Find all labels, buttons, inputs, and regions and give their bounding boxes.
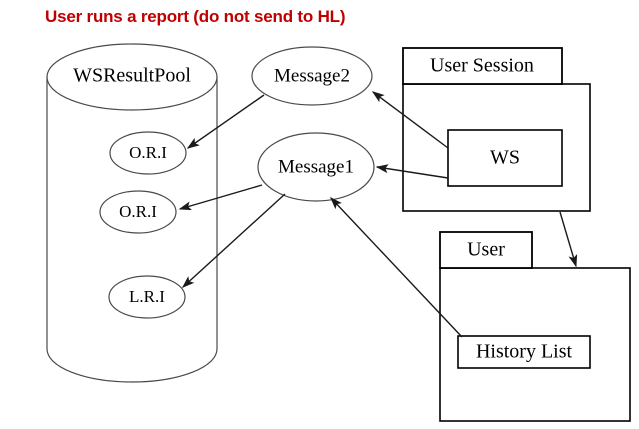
datastore-item-ori-1: [109, 131, 187, 175]
datastore-item-ori-2: [99, 190, 177, 234]
package-user: [439, 231, 631, 422]
connector-usersession-to-user: [559, 211, 578, 268]
package-label-user-session: User Session: [430, 55, 534, 77]
datastore-item-label-3: L.R.I: [129, 287, 165, 306]
connector-ws-to-message2: [371, 91, 449, 149]
datastore-label: WSResultPool: [73, 65, 191, 87]
connector-message2-to-ori1: [186, 94, 265, 149]
package-user-session: [402, 47, 591, 212]
class-label-ws: WS: [490, 147, 520, 169]
datastore-item-lri: [108, 275, 186, 319]
message-node-message1: [257, 132, 375, 202]
class-box-history-list: [457, 335, 591, 369]
connector-message1-to-lri: [181, 193, 286, 288]
diagram-title: User runs a report (do not send to HL): [45, 7, 346, 26]
message-node-message2: [251, 46, 373, 106]
package-label-user: User: [467, 239, 505, 261]
message-label-message1: Message1: [278, 156, 354, 177]
connector-ws-to-message1: [375, 164, 449, 179]
connector-message1-to-ori2: [178, 184, 263, 211]
class-box-ws: [447, 129, 563, 187]
message-label-message2: Message2: [274, 65, 350, 86]
connector-historylist-to-message1: [330, 196, 463, 338]
datastore-item-label-1: O.R.I: [129, 143, 167, 162]
datastore-item-label-2: O.R.I: [119, 202, 157, 221]
class-label-history-list: History List: [476, 341, 573, 363]
